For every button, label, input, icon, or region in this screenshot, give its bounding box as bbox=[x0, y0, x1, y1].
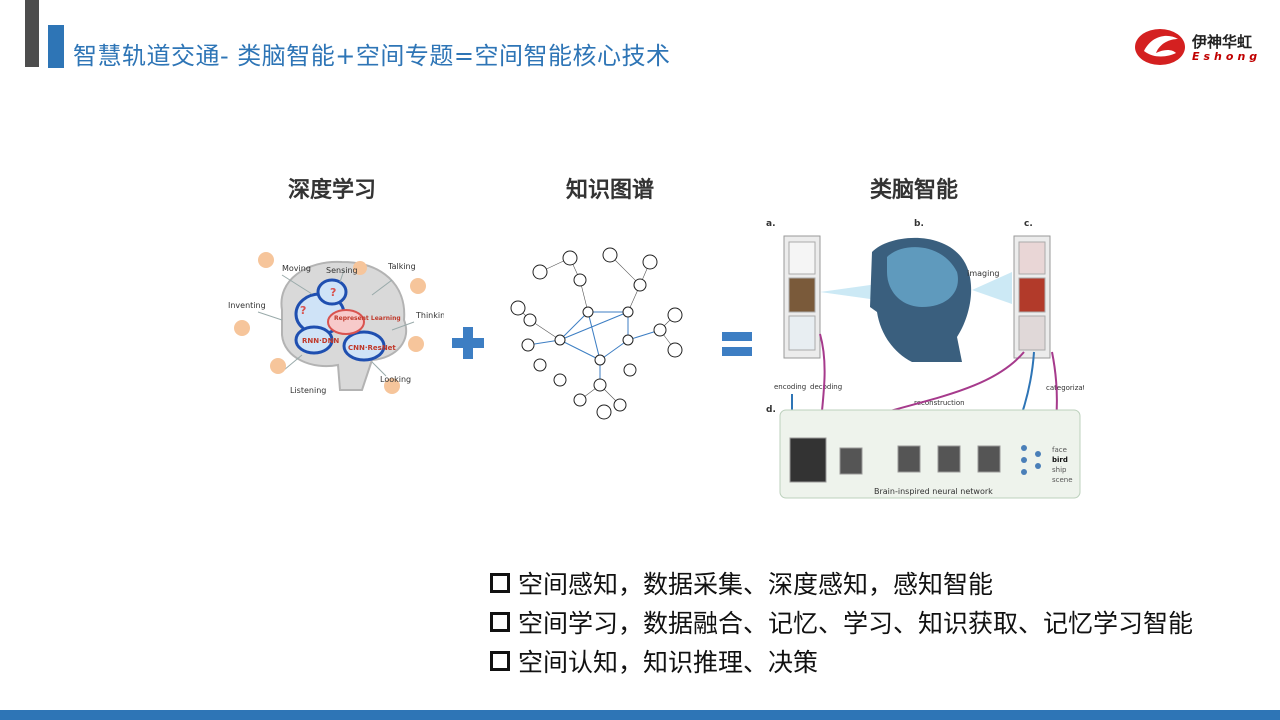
label-thinking: Thinking bbox=[415, 311, 444, 320]
label-talking: Talking bbox=[387, 262, 416, 271]
label-sensing: Sensing bbox=[326, 266, 358, 275]
bullet-list: 空间感知，数据采集、深度感知，感知智能 空间学习，数据融合、记忆、学习、知识获取… bbox=[490, 563, 1193, 680]
heading-brain-inspired: 类脑智能 bbox=[870, 178, 959, 203]
company-logo: 伊神华虹 Eshong bbox=[1134, 27, 1264, 67]
deep-learning-illustration: ? ? Represent Learning RNN·DNN CNN·ResNe… bbox=[228, 252, 444, 395]
equals-icon bbox=[722, 332, 752, 356]
label-moving: Moving bbox=[282, 264, 311, 273]
knowledge-graph-illustration bbox=[510, 247, 683, 420]
bullet-item: 空间感知，数据采集、深度感知，感知智能 bbox=[490, 563, 1193, 602]
heading-deep-learning: 深度学习 bbox=[288, 178, 377, 203]
title-accent-bar-dark bbox=[25, 0, 39, 67]
label-bird: bird bbox=[1052, 456, 1068, 464]
svg-text:?: ? bbox=[330, 286, 336, 299]
label-network: Brain-inspired neural network bbox=[874, 487, 993, 496]
label-a: a. bbox=[766, 219, 776, 229]
label-ship: ship bbox=[1052, 466, 1067, 474]
checkbox-icon bbox=[490, 611, 510, 632]
label-face: face bbox=[1052, 446, 1067, 454]
checkbox-icon bbox=[490, 572, 510, 593]
plus-icon bbox=[452, 327, 484, 359]
label-decoding: decoding bbox=[810, 383, 842, 391]
label-scene: scene bbox=[1052, 476, 1073, 484]
label-imaging: Imaging bbox=[967, 269, 1000, 278]
label-inventing: Inventing bbox=[228, 301, 266, 310]
label-represent-learning: Represent Learning bbox=[334, 315, 401, 322]
title-accent-bar-blue bbox=[48, 25, 64, 68]
logo-name: 伊神华虹 bbox=[1192, 33, 1253, 51]
logo-emblem-icon bbox=[1135, 29, 1185, 65]
label-encoding: encoding bbox=[774, 383, 806, 391]
label-categorization: categorization bbox=[1046, 384, 1084, 392]
label-rnn-dnn: RNN·DNN bbox=[302, 337, 339, 345]
label-b: b. bbox=[914, 219, 924, 229]
slide-title: 智慧轨道交通- 类脑智能+空间专题=空间智能核心技术 bbox=[73, 42, 671, 70]
svg-text:?: ? bbox=[300, 304, 306, 317]
checkbox-icon bbox=[490, 650, 510, 671]
brain-inspired-illustration: a. b. c. d. Imaging encoding decoding ca… bbox=[766, 219, 1084, 499]
logo-subtitle: Eshong bbox=[1192, 50, 1262, 63]
label-cnn-resnet: CNN·ResNet bbox=[348, 344, 396, 352]
label-c: c. bbox=[1024, 219, 1033, 229]
heading-knowledge-graph: 知识图谱 bbox=[566, 178, 655, 203]
label-reconstruction: reconstruction bbox=[914, 399, 965, 407]
label-looking: Looking bbox=[380, 375, 411, 384]
label-listening: Listening bbox=[290, 386, 326, 395]
footer-bar bbox=[0, 710, 1280, 720]
bullet-item: 空间认知，知识推理、决策 bbox=[490, 641, 1193, 680]
bullet-item: 空间学习，数据融合、记忆、学习、知识获取、记忆学习智能 bbox=[490, 602, 1193, 641]
label-d: d. bbox=[766, 405, 776, 415]
